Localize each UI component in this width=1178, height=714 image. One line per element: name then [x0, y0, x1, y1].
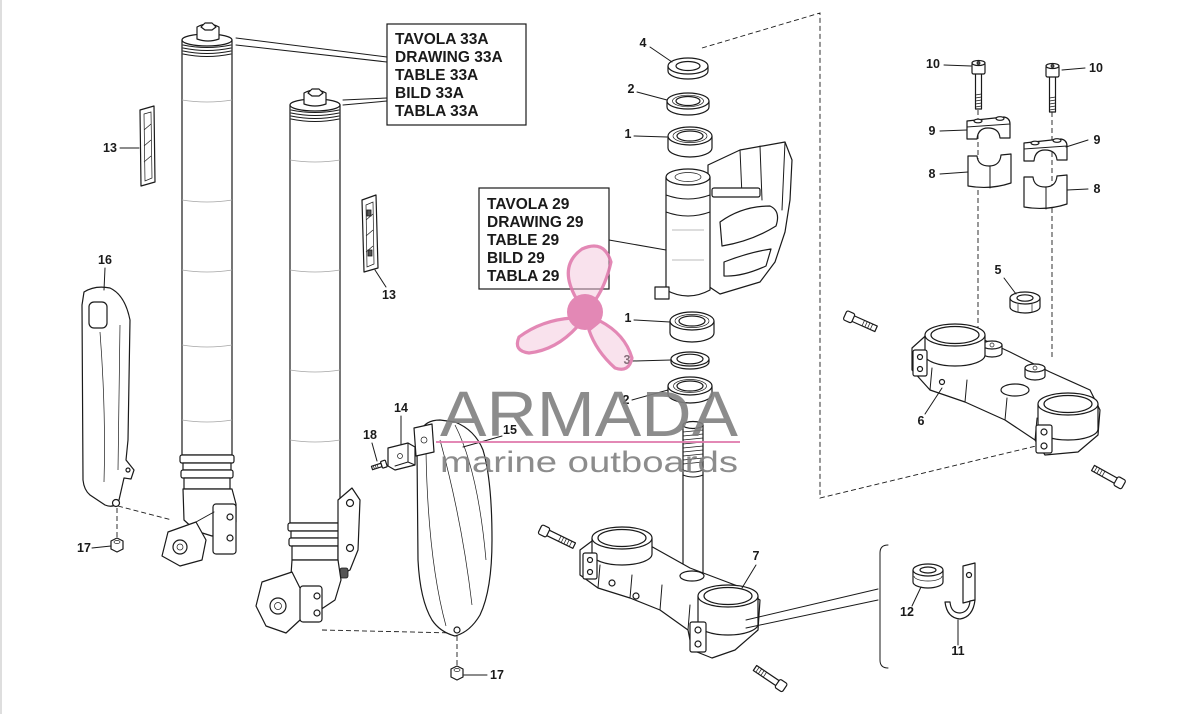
- bearing-upper: [667, 126, 713, 158]
- handlebar-riser-right: [1023, 174, 1068, 210]
- stem-nut: [1009, 291, 1041, 314]
- dust-seal-lower: [667, 376, 713, 404]
- callout-cap-left: 9: [929, 124, 936, 138]
- grommet: [912, 563, 944, 589]
- leader-lines: [91, 37, 1089, 676]
- callouts: 4 2 1 1 3 2 7 10 10 9 9 8 8 5 6 13 13 16…: [77, 36, 1103, 682]
- ref-line: TABLA 33A: [395, 103, 479, 120]
- nut-right: [450, 665, 464, 681]
- fork-guard-left: [81, 286, 135, 508]
- callout-guard-left: 16: [98, 253, 112, 267]
- fork-guard-right: [413, 419, 493, 637]
- top-triple-clamp: [911, 323, 1101, 456]
- ref-line: DRAWING 29: [487, 214, 584, 231]
- callout-cap-right: 9: [1094, 133, 1101, 147]
- top-clamp-bolt-left: [843, 310, 878, 333]
- watermark-tagline: marine outboards: [440, 446, 738, 479]
- fork-cap-left: [196, 22, 220, 42]
- ref-line: TABLE 33A: [395, 67, 478, 84]
- fork-leg-right: [255, 88, 361, 634]
- lower-triple-clamp: [579, 526, 761, 659]
- callout-bolt-right: 10: [1089, 61, 1103, 75]
- cable-clip: [944, 562, 976, 620]
- guard-clip: [387, 442, 416, 471]
- watermark-brand: ARMADA: [440, 378, 738, 450]
- callout-clip: 11: [951, 644, 964, 658]
- handlebar-bolt-right: [1045, 62, 1060, 113]
- callout-riser-right: 8: [1094, 182, 1101, 196]
- assembly-lines: [116, 12, 1053, 666]
- steering-head-frame: [654, 141, 793, 300]
- fork-leg-left: [161, 22, 237, 567]
- fork-foot-left: [161, 488, 237, 567]
- fork-foot-right: [255, 487, 361, 634]
- callout-dust-seal-upper: 2: [628, 82, 635, 96]
- callout-nut-left: 17: [77, 541, 91, 555]
- handlebar-bolt-left: [971, 59, 986, 110]
- callout-lower-clamp: 7: [753, 549, 760, 563]
- spacer-ring: [670, 351, 710, 370]
- ref-line: TABLA 29: [487, 268, 560, 285]
- watermark-logo: ARMADA marine outboards: [436, 244, 740, 479]
- propeller-icon: [515, 244, 634, 371]
- ref-line: BILD 29: [487, 250, 545, 267]
- callout-bearing-lower: 1: [625, 311, 632, 325]
- ref-line: BILD 33A: [395, 85, 464, 102]
- bearing-lower: [669, 311, 715, 343]
- detail-bracket: [745, 544, 889, 669]
- nut-left: [110, 537, 124, 553]
- ref-line: TABLE 29: [487, 232, 559, 249]
- callout-riser-left: 8: [929, 167, 936, 181]
- dust-seal-upper: [666, 92, 710, 116]
- ref-line: TAVOLA 33A: [395, 31, 489, 48]
- drawing-ref-box-fork: TAVOLA 33A DRAWING 33A TABLE 33A BILD 33…: [386, 23, 527, 126]
- callout-nut-right: 17: [490, 668, 504, 682]
- lower-clamp-bolt-right: [752, 664, 788, 693]
- callout-nut: 5: [995, 263, 1002, 277]
- callout-bearing-upper: 1: [625, 127, 632, 141]
- ref-line: TAVOLA 29: [487, 196, 570, 213]
- callout-bracket-left: 13: [103, 141, 117, 155]
- fork-seal-left: [179, 454, 235, 490]
- callout-ring: 3: [624, 353, 631, 367]
- callout-bolt-left: 10: [926, 57, 940, 71]
- drawing-ref-box-frame: TAVOLA 29 DRAWING 29 TABLE 29 BILD 29 TA…: [478, 187, 610, 290]
- handlebar-riser-left: [967, 153, 1012, 189]
- callout-dust-seal-lower: 2: [623, 393, 630, 407]
- fork-cap-right: [303, 88, 327, 107]
- ref-line: DRAWING 33A: [395, 49, 503, 66]
- handlebar-cap-right: [1023, 138, 1068, 162]
- callout-top-clamp: 6: [918, 414, 925, 428]
- guard-screw: [370, 459, 388, 471]
- lower-clamp-bolt-left: [537, 524, 577, 549]
- fork-bracket-right: [361, 194, 379, 273]
- seal-top: [667, 57, 709, 80]
- top-clamp-bolt-right: [1090, 464, 1126, 490]
- callout-seal-top: 4: [640, 36, 647, 50]
- fork-bracket-left: [139, 105, 156, 187]
- fork-seal-right: [287, 522, 343, 561]
- callout-bracket-right: 13: [382, 288, 396, 302]
- callout-grommet: 12: [900, 605, 914, 619]
- callout-screw: 18: [363, 428, 377, 442]
- callout-clip-small: 14: [394, 401, 408, 415]
- callout-guard-right: 15: [503, 423, 517, 437]
- handlebar-cap-left: [966, 116, 1011, 140]
